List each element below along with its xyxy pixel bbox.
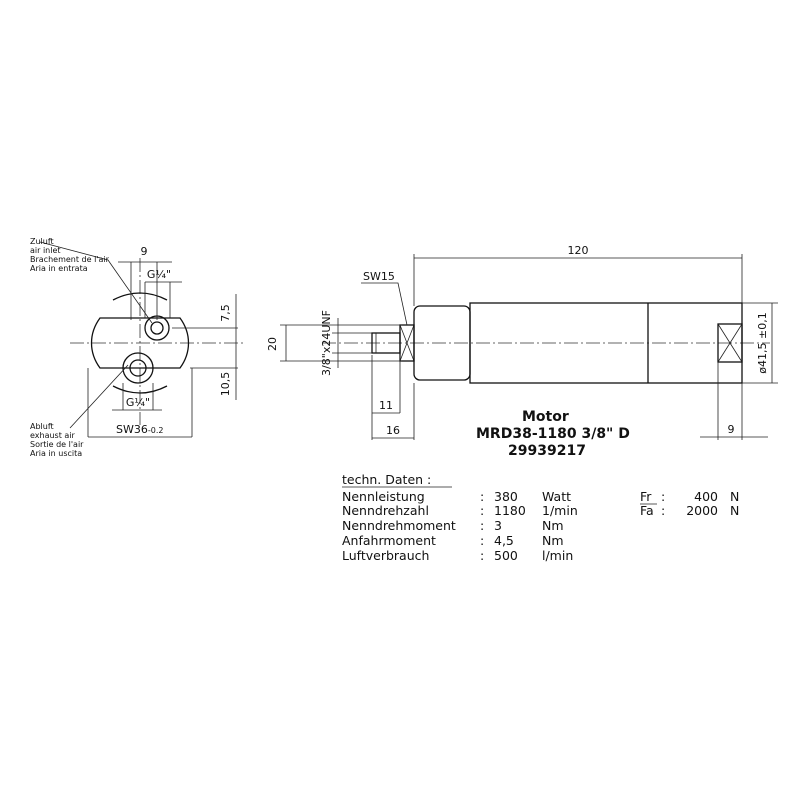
spec-row: Luftverbrauch : 500 l/min <box>342 548 573 563</box>
spec-row-sep: : <box>480 533 484 548</box>
force-value: 2000 <box>686 503 718 518</box>
spec-row-unit: Nm <box>542 518 564 533</box>
rear-flats-cross-b <box>717 323 743 363</box>
dim-7-5-label: 7,5 <box>219 304 232 322</box>
spec-row-sep: : <box>480 548 484 563</box>
spec-row-sep: : <box>480 489 484 504</box>
inlet-label-de: Zuluft <box>30 237 54 246</box>
spec-row-name: Nennleistung <box>342 489 425 504</box>
dim-thread-label: 3/8"x24UNF <box>320 310 333 376</box>
sw15-leader <box>361 282 408 326</box>
dim-sw36-tolerance: -0.2 <box>148 426 164 435</box>
dim-sw36-text: SW36 <box>116 423 148 436</box>
spec-row-value: 380 <box>494 489 518 504</box>
dim-9-top-label: 9 <box>141 245 148 258</box>
spec-row: Nennleistung : 380 Watt <box>342 489 571 504</box>
force-sep: : <box>661 489 665 504</box>
spec-row-unit: Watt <box>542 489 571 504</box>
dim-20-label: 20 <box>266 337 279 351</box>
spec-table: techn. Daten : Nennleistung : 380 Watt N… <box>342 472 739 563</box>
inlet-label-block: Zuluft air inlet Brachement de l'air Ari… <box>30 237 110 273</box>
spec-row-unit: Nm <box>542 533 564 548</box>
force-row: Fa : 2000 N <box>640 503 739 518</box>
spec-heading: techn. Daten : <box>342 472 431 487</box>
dim-sw36-label: SW36-0.2 <box>116 423 163 436</box>
end-view-hex-profile <box>90 317 190 369</box>
title-model: MRD38-1180 3/8" D <box>476 426 630 442</box>
force-name: Fr <box>640 489 652 504</box>
force-row: Fr : 400 N <box>640 489 739 504</box>
dim-g-bottom-label: G¼" <box>126 396 150 409</box>
spec-row-value: 500 <box>494 548 518 563</box>
spec-row-value: 3 <box>494 518 502 533</box>
dim-10-5-label: 10,5 <box>219 372 232 397</box>
force-unit: N <box>730 489 739 504</box>
end-view: 9 G¼" 7,5 10,5 G¼" SW36-0.2 Zuluft air i… <box>30 237 245 458</box>
spec-row-name: Luftverbrauch <box>342 548 429 563</box>
spec-row-name: Nenndrehmoment <box>342 518 456 533</box>
spec-row-sep: : <box>480 518 484 533</box>
exhaust-port-inner <box>129 359 147 377</box>
spec-row: Nenndrehzahl : 1180 1/min <box>342 503 578 518</box>
inlet-label-it: Aria in entrata <box>30 264 88 273</box>
dim-sw15-label: SW15 <box>363 270 395 283</box>
force-name: Fa <box>640 503 654 518</box>
spec-row-unit: l/min <box>542 548 573 563</box>
exhaust-label-fr: Sortie de l'air <box>30 440 84 449</box>
dim-9-right-label: 9 <box>728 423 735 436</box>
exhaust-port-outer <box>122 352 154 384</box>
spec-row-name: Nenndrehzahl <box>342 503 429 518</box>
spec-row-name: Anfahrmoment <box>342 533 436 548</box>
dim-120-label: 120 <box>568 244 589 257</box>
side-view: SW15 20 3/8"x24UNF 11 16 120 ø41,5 ±0,1 <box>266 244 778 440</box>
inlet-leader <box>39 241 153 324</box>
end-view-body-arcs <box>112 292 168 394</box>
inlet-label-fr: Brachement de l'air <box>30 255 110 264</box>
force-unit: N <box>730 503 739 518</box>
exhaust-label-block: Abluft exhaust air Sortie de l'air Aria … <box>30 422 84 458</box>
spec-row: Nenndrehmoment : 3 Nm <box>342 518 564 533</box>
exhaust-label-it: Aria in uscita <box>30 449 82 458</box>
spec-row: Anfahrmoment : 4,5 Nm <box>342 533 564 548</box>
spec-row-value: 4,5 <box>494 533 514 548</box>
sw15-cross-b <box>399 324 415 362</box>
dim-g-top-label: G¼" <box>147 268 171 281</box>
inlet-port-inner <box>150 321 164 335</box>
dim-dia-label: ø41,5 ±0,1 <box>756 312 769 373</box>
spec-row-value: 1180 <box>494 503 526 518</box>
exhaust-label-en: exhaust air <box>30 431 76 440</box>
title-part-number: 29939217 <box>508 443 586 459</box>
title-motor: Motor <box>522 409 569 425</box>
title-block: Motor MRD38-1180 3/8" D 29939217 <box>476 409 630 459</box>
spec-row-sep: : <box>480 503 484 518</box>
exhaust-label-de: Abluft <box>30 422 54 431</box>
dim-16-label: 16 <box>386 424 400 437</box>
force-value: 400 <box>694 489 718 504</box>
exhaust-leader <box>69 364 129 429</box>
force-sep: : <box>661 503 665 518</box>
rear-wrench-flats <box>717 323 743 363</box>
spec-row-unit: 1/min <box>542 503 578 518</box>
dim-11-label: 11 <box>379 399 393 412</box>
inlet-label-en: air inlet <box>30 246 61 255</box>
